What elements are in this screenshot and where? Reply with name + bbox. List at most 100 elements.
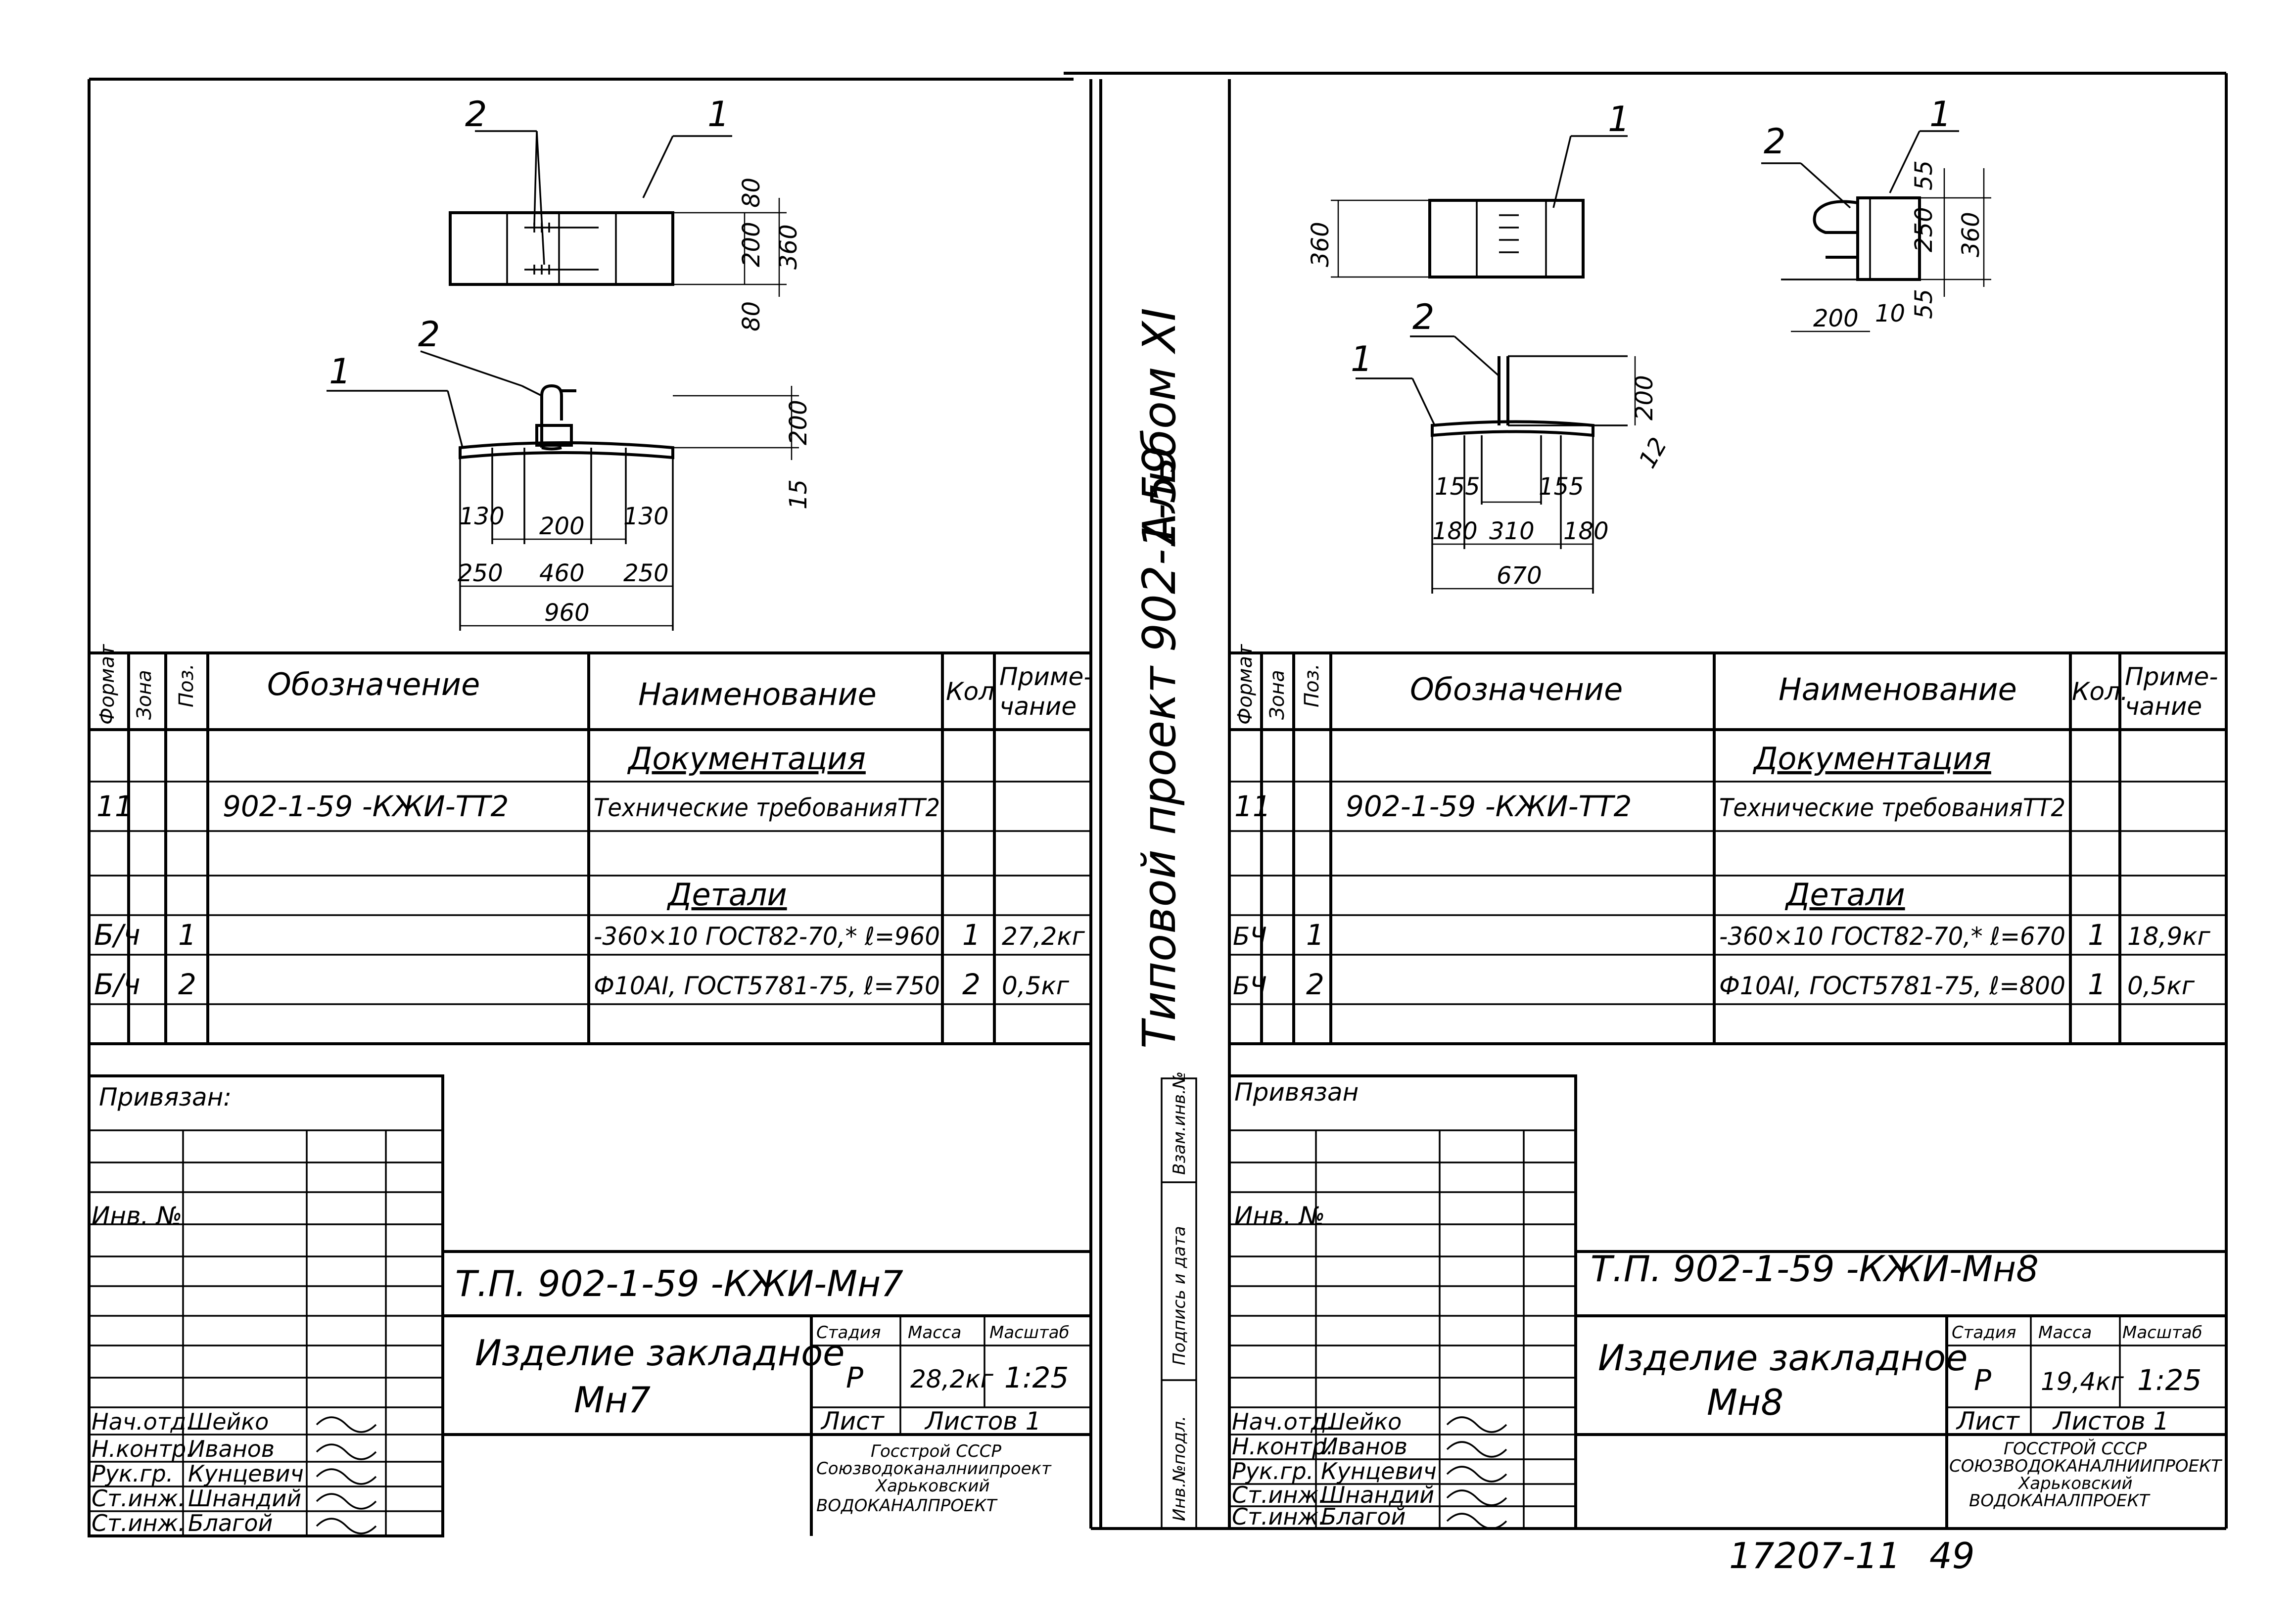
mn7-mass-label: Масса xyxy=(908,1323,961,1343)
mn8-elevation-view: 2 1 200 12 155 155 180 310 180 670 xyxy=(1351,297,1673,594)
mn7-col-note-1: Приме- xyxy=(999,662,1092,691)
mn7-sheet-label: Лист xyxy=(820,1407,885,1436)
mn7-elevation-view: 2 1 200 15 130 200 130 250 460 250 960 xyxy=(327,314,812,631)
mn7-plan-dim-80b: 80 xyxy=(738,301,765,331)
mn7-scale-label: Масштаб xyxy=(989,1323,1070,1343)
mn8-code: Т.П. 902-1-59 -КЖИ-Мн8 xyxy=(1591,1248,2039,1290)
mn8-doc-format: 11 xyxy=(1234,789,1271,823)
mn7-col-qty: Кол xyxy=(946,677,994,706)
mn8-stage-label: Стадия xyxy=(1952,1323,2016,1343)
mn8-dim-155a: 155 xyxy=(1435,473,1480,501)
mn7-row2-qty: 2 xyxy=(962,968,981,1001)
mn8-inv: Инв. № xyxy=(1234,1202,1325,1230)
mn8-side-dim-250: 250 xyxy=(1910,207,1938,252)
mn8-side-dim-200: 200 xyxy=(1813,305,1859,332)
page-number: 49 xyxy=(1929,1535,1975,1577)
mn7-inv: Инв. № xyxy=(92,1202,182,1230)
mn7-doc-name: Технические требованияТТ2 xyxy=(594,793,940,822)
mn7-elev-dim-200: 200 xyxy=(785,400,812,445)
mn8-staff-role-5: Ст.инж. xyxy=(1232,1503,1326,1530)
mn8-staff-role-4: Ст.инж. xyxy=(1232,1482,1326,1508)
mn7-row1-format: Б/ч xyxy=(94,918,141,952)
mn8-product-1: Изделие закладное xyxy=(1598,1337,1968,1379)
mn7-col-designation: Обозначение xyxy=(267,666,480,702)
mn8-dim-180a: 180 xyxy=(1432,517,1478,545)
mn8-side-dim-360: 360 xyxy=(1957,212,1985,257)
mn8-side-dim-55a: 55 xyxy=(1910,160,1938,190)
mn8-row1-qty: 1 xyxy=(2088,918,2106,952)
mn8-tied: Привязан xyxy=(1234,1078,1359,1107)
mn7-section-parts: Детали xyxy=(666,877,787,913)
mn7-sheets-label: Листов 1 xyxy=(924,1407,1041,1436)
mn7-scale: 1:25 xyxy=(1004,1361,1069,1394)
mn8-signatures xyxy=(1446,1416,1507,1530)
mn7-staff-role-4: Ст.инж. xyxy=(92,1485,186,1512)
mn7-product-1: Изделие закладное xyxy=(475,1332,844,1374)
mn8-org-3: Харьковский xyxy=(2017,1474,2133,1493)
mn7-spec-table: Формат Зона Поз. Обозначение Наименовани… xyxy=(89,644,1092,1045)
mn8-col-format: Формат xyxy=(1234,644,1257,725)
mn7-dim-460: 460 xyxy=(539,559,585,587)
mn7-stage-label: Стадия xyxy=(816,1323,881,1343)
mn8-staff-role-3: Рук.гр. xyxy=(1232,1458,1313,1485)
mn8-plan-view: 1 360 xyxy=(1307,99,1630,278)
mn8-col-name: Наименование xyxy=(1779,671,2017,707)
mn8-row2-name: Ф10АI, ГОСТ5781-75, ℓ=800 xyxy=(1719,972,2065,1000)
mn8-elev-pos-1: 1 xyxy=(1351,339,1373,379)
mn7-staff-name-4: Шнандий xyxy=(188,1485,301,1512)
mn8-mass-label: Масса xyxy=(2038,1323,2092,1343)
mn7-mass: 28,2кг xyxy=(910,1365,994,1393)
mn7-plan-pos-1: 1 xyxy=(707,94,730,135)
mn8-spec-table: Формат Зона Поз. Обозначение Наименовани… xyxy=(1229,644,2226,1045)
mn7-staff-name-5: Благой xyxy=(188,1510,273,1536)
mn8-row2-format: БЧ xyxy=(1233,972,1267,1000)
mn8-side-pos-1: 1 xyxy=(1929,94,1952,135)
mn7-product-2: Мн7 xyxy=(574,1379,651,1421)
mn8-org-1: ГОССТРОЙ СССР xyxy=(2004,1438,2147,1459)
inv-orig-label: Инв.№подл. xyxy=(1170,1416,1189,1521)
mn8-staff-name-1: Шейко xyxy=(1321,1408,1402,1435)
signature-date-label: Подпись и дата xyxy=(1170,1226,1189,1365)
mn8-row1-format: БЧ xyxy=(1233,922,1267,951)
mn7-row2-format: Б/ч xyxy=(94,968,141,1001)
mn8-elev-dim-200: 200 xyxy=(1631,375,1658,420)
mn8-col-pos: Поз. xyxy=(1301,663,1323,707)
mn7-dim-250a: 250 xyxy=(458,559,503,587)
mn7-row2-note: 0,5кг xyxy=(1002,972,1070,1000)
mn7-elev-pos-2: 2 xyxy=(418,314,440,355)
mn8-scale-label: Масштаб xyxy=(2122,1323,2202,1343)
mn8-row2-qty: 1 xyxy=(2088,968,2106,1001)
mn8-row1-note: 18,9кг xyxy=(2127,922,2211,951)
mn8-side-dim-10: 10 xyxy=(1875,300,1905,327)
mn8-col-qty: Кол. xyxy=(2072,677,2128,706)
mn8-col-designation: Обозначение xyxy=(1410,671,1623,707)
mn8-product-2: Мн8 xyxy=(1707,1382,1783,1423)
doc-number: 17207-11 xyxy=(1729,1535,1901,1577)
mn8-plan-dim-360: 360 xyxy=(1307,222,1334,267)
mn8-staff-name-3: Кунцевич xyxy=(1321,1458,1437,1485)
mn7-row1-name: -360×10 ГОСТ82-70,* ℓ=960 xyxy=(594,922,940,951)
mn8-staff-role-1: Нач.отд. xyxy=(1232,1408,1334,1435)
sheet-mn8: 1 360 2 1 55 250 360 55 10 xyxy=(1228,94,2226,1530)
mn7-dim-130b: 130 xyxy=(623,503,669,530)
mn7-plan-view: 2 1 80 200 80 360 xyxy=(449,94,802,331)
mn7-row2-pos: 2 xyxy=(178,968,196,1001)
mn7-col-pos: Поз. xyxy=(175,663,198,707)
mn7-elev-pos-1: 1 xyxy=(329,351,351,392)
mn7-dim-130a: 130 xyxy=(459,503,505,530)
mn8-col-note-2: чание xyxy=(2125,692,2202,721)
mn7-doc-format: 11 xyxy=(96,789,133,823)
mn7-dim-200: 200 xyxy=(539,512,585,540)
mn8-sheets-label: Листов 1 xyxy=(2052,1407,2169,1436)
mn8-side-view: 2 1 55 250 360 55 10 200 xyxy=(1761,94,1991,332)
mn8-org-2: СОЮЗВОДОКАНАЛНИИПРОЕКТ xyxy=(1949,1456,2222,1476)
sheet-mn7: 2 1 80 200 80 360 2 xyxy=(88,94,1092,1537)
mn7-row1-note: 27,2кг xyxy=(1002,922,1085,951)
mn7-staff-name-3: Кунцевич xyxy=(188,1460,304,1487)
mn8-dim-180b: 180 xyxy=(1563,517,1609,545)
mn7-code: Т.П. 902-1-59 -КЖИ-Мн7 xyxy=(455,1263,903,1304)
mn7-stage: Р xyxy=(846,1361,863,1394)
mn8-mass: 19,4кг xyxy=(2041,1367,2124,1396)
